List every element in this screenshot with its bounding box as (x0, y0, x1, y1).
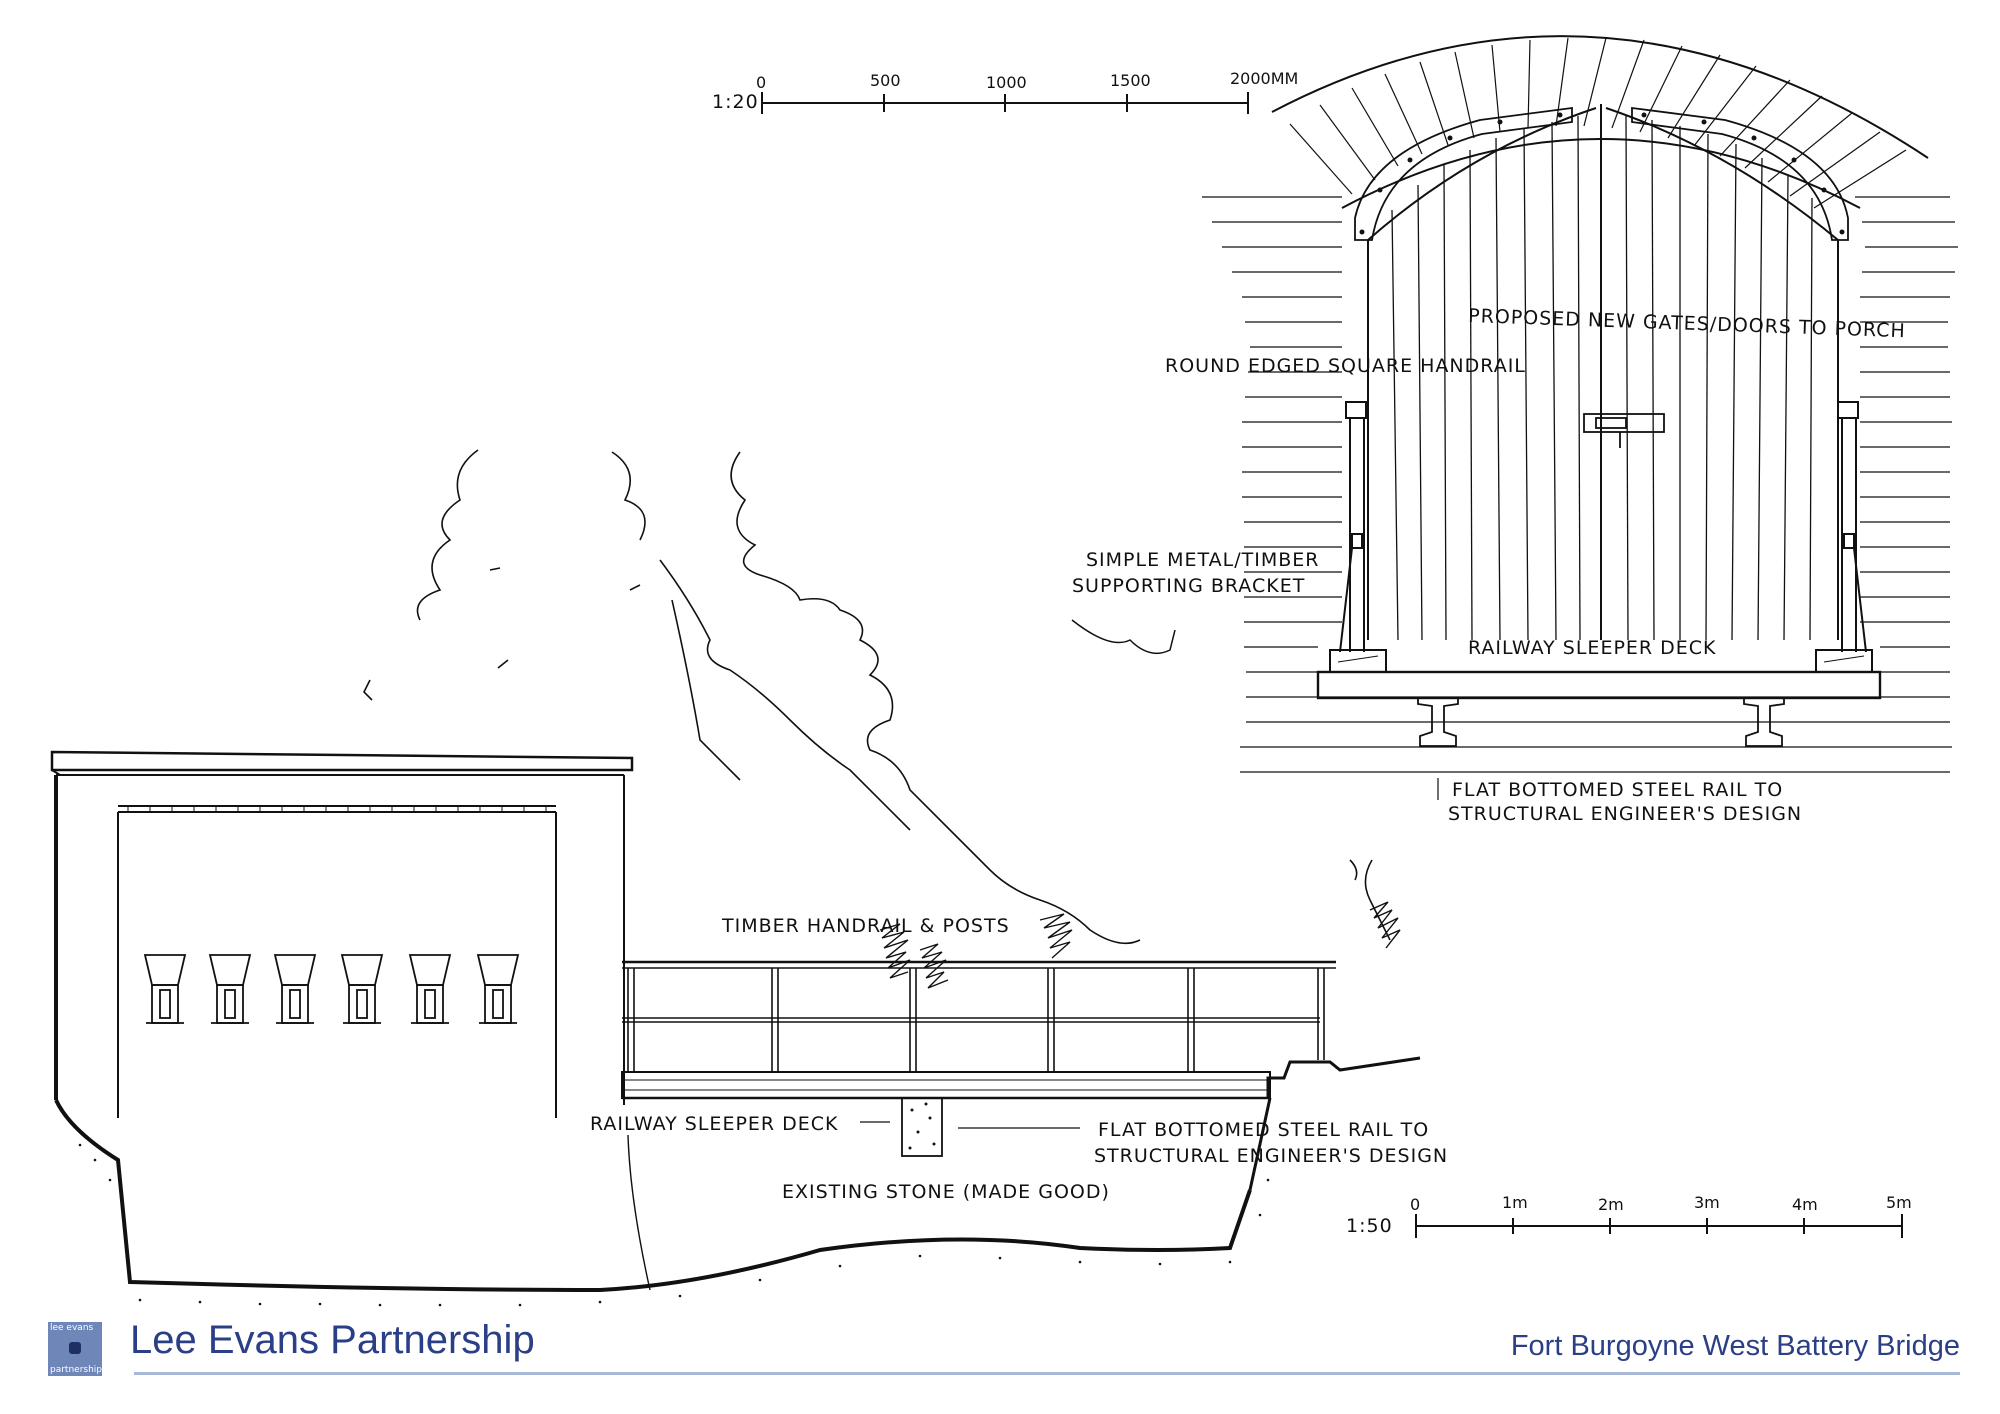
scale-tick-label: 5m (1886, 1193, 1912, 1212)
strap-hinge-right (1631, 106, 1849, 241)
scale-tick-label: 0 (756, 73, 766, 92)
door-latch (1583, 413, 1665, 448)
scale-tick-label: 2m (1598, 1195, 1624, 1214)
scale-bar-1-50 (1415, 1214, 1903, 1238)
bracket-leader (1071, 619, 1176, 655)
outer-arch (1271, 35, 1929, 159)
logo-text-top: lee evans (50, 1323, 94, 1333)
scale-tick-label: 500 (870, 71, 901, 90)
scale-tick-label: 3m (1694, 1193, 1720, 1212)
handrail-cap-left (1345, 401, 1367, 419)
scale-tick-label: 1000 (986, 73, 1027, 92)
ditch-profile (54, 1099, 1252, 1293)
stone-pier (901, 1097, 943, 1157)
scale-tick-label: 2000MM (1230, 69, 1298, 88)
ground-stipple (78, 1143, 1270, 1307)
label-steel-rail-section-1: FLAT BOTTOMED STEEL RAIL TO (1452, 779, 1783, 801)
label-steel-rail-section-2: STRUCTURAL ENGINEER'S DESIGN (1448, 803, 1802, 825)
scale-tick-label: 1500 (1110, 71, 1151, 90)
scale-ratio-bottom: 1:50 (1346, 1215, 1393, 1237)
label-steel-rail-elevation-2: STRUCTURAL ENGINEER'S DESIGN (1094, 1145, 1448, 1167)
steel-rail-right (1743, 697, 1785, 747)
project-title: Fort Burgoyne West Battery Bridge (1510, 1330, 1960, 1362)
fort-wall-outline (50, 750, 634, 772)
label-timber-handrail: TIMBER HANDRAIL & POSTS (721, 915, 1010, 937)
firm-name: Lee Evans Partnership (130, 1318, 535, 1362)
logo-mark-icon (69, 1342, 81, 1354)
door-boards (1391, 115, 1813, 641)
label-proposed-gates: PROPOSED NEW GATES/DOORS TO PORCH (1468, 305, 1906, 342)
scale-tick-label: 0 (1410, 1195, 1420, 1214)
scale-tick-label: 4m (1792, 1195, 1818, 1214)
scale-ratio-top: 1:20 (712, 91, 759, 113)
label-round-handrail: ROUND EDGED SQUARE HANDRAIL (1165, 355, 1526, 377)
label-sleeper-deck-section: RAILWAY SLEEPER DECK (1468, 637, 1717, 659)
label-bracket-line1: SIMPLE METAL/TIMBER (1086, 549, 1320, 571)
scale-tick-label: 1m (1502, 1193, 1528, 1212)
strap-hinge-left (1354, 106, 1573, 241)
logo-text-bottom: partnership (50, 1365, 103, 1375)
handrail-cap-right (1837, 401, 1859, 419)
bridge-deck-elevation (621, 1071, 1271, 1099)
label-bracket-line2: SUPPORTING BRACKET (1072, 575, 1305, 597)
gate-section-drawing (1202, 35, 1958, 800)
sleeper-deck-section (1316, 670, 1882, 700)
scale-bar-1-20 (761, 92, 1249, 114)
bridge-elevation-drawing (50, 750, 1421, 1293)
footer-divider (134, 1372, 1960, 1375)
label-steel-rail-elevation-1: FLAT BOTTOMED STEEL RAIL TO (1098, 1119, 1429, 1141)
arch-radial-lines (1289, 37, 1907, 209)
foliage-sketch (363, 449, 1391, 945)
steel-rail-left (1417, 697, 1459, 747)
handrail-posts (627, 968, 1325, 1072)
label-existing-stone: EXISTING STONE (MADE GOOD) (782, 1181, 1110, 1203)
hinge-bolts (1359, 112, 1845, 235)
embrasure-windows (143, 954, 520, 1024)
label-sleeper-deck-elevation: RAILWAY SLEEPER DECK (590, 1113, 839, 1135)
company-logo: lee evans partnership (48, 1322, 102, 1376)
